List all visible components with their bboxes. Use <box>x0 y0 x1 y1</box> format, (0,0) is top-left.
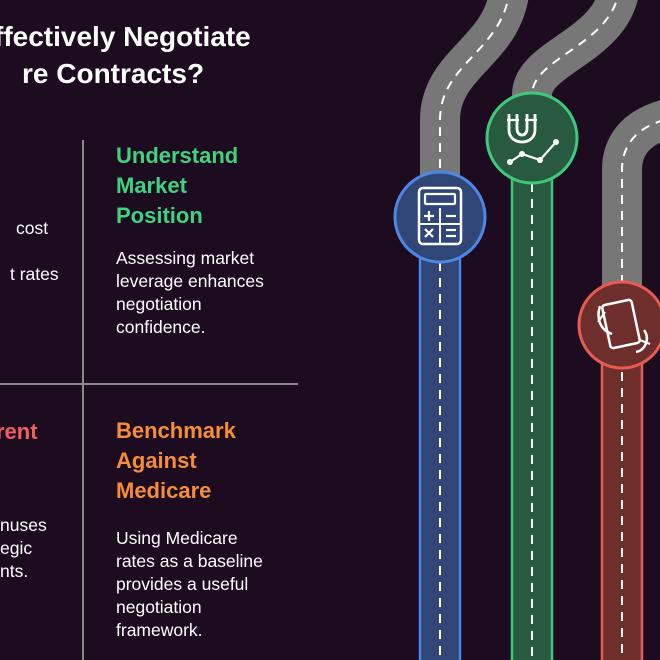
left-top-fragment-1: cost <box>16 218 49 238</box>
calculator-icon <box>393 170 487 264</box>
body-line: Assessing market <box>116 248 255 268</box>
heading-line: Understand <box>116 143 239 168</box>
magnet-trend-icon <box>485 91 579 185</box>
road-marking <box>439 0 509 200</box>
hand-document-icon <box>577 280 660 370</box>
heading-line: Benchmark <box>116 418 236 443</box>
road-marking <box>621 120 660 300</box>
benchmark-medicare-heading: Benchmark Against Medicare <box>116 416 236 506</box>
road-blue <box>418 0 529 660</box>
road-red <box>600 100 660 660</box>
body-line: leverage enhances <box>116 271 264 291</box>
quadrant-divider-horizontal <box>0 383 298 385</box>
heading-line: Market <box>116 173 187 198</box>
body-line: rates as a baseline <box>116 551 263 571</box>
left-top-fragment-2: t rates <box>10 264 59 284</box>
left-bottom-body-line: egic <box>0 538 33 558</box>
left-bottom-body-line: nts. <box>0 561 29 581</box>
heading-line: Against <box>116 448 197 473</box>
title-line-1: ffectively Negotiate <box>0 21 251 52</box>
body-line: Using Medicare <box>116 528 238 548</box>
page-title: ffectively Negotiate re Contracts? <box>0 18 251 92</box>
body-line: negotiation <box>116 294 202 314</box>
market-position-heading: Understand Market Position <box>116 141 238 231</box>
heading-line: Medicare <box>116 478 212 503</box>
title-line-2: re Contracts? <box>22 58 205 89</box>
benchmark-medicare-body: Using Medicare rates as a baseline provi… <box>116 527 263 642</box>
heading-line: Position <box>116 203 203 228</box>
left-bottom-body-fragments: nuses egic nts. <box>0 514 47 583</box>
body-line: provides a useful <box>116 574 249 594</box>
road-marking <box>531 0 618 120</box>
body-line: confidence. <box>116 317 206 337</box>
body-line: negotiation <box>116 597 202 617</box>
left-bottom-body-line: nuses <box>0 515 47 535</box>
road-surface <box>602 100 660 300</box>
body-line: framework. <box>116 620 203 640</box>
quadrant-divider-vertical <box>82 140 84 660</box>
market-position-body: Assessing market leverage enhances negot… <box>116 247 264 339</box>
left-bottom-heading-fragment: rent <box>0 419 38 444</box>
